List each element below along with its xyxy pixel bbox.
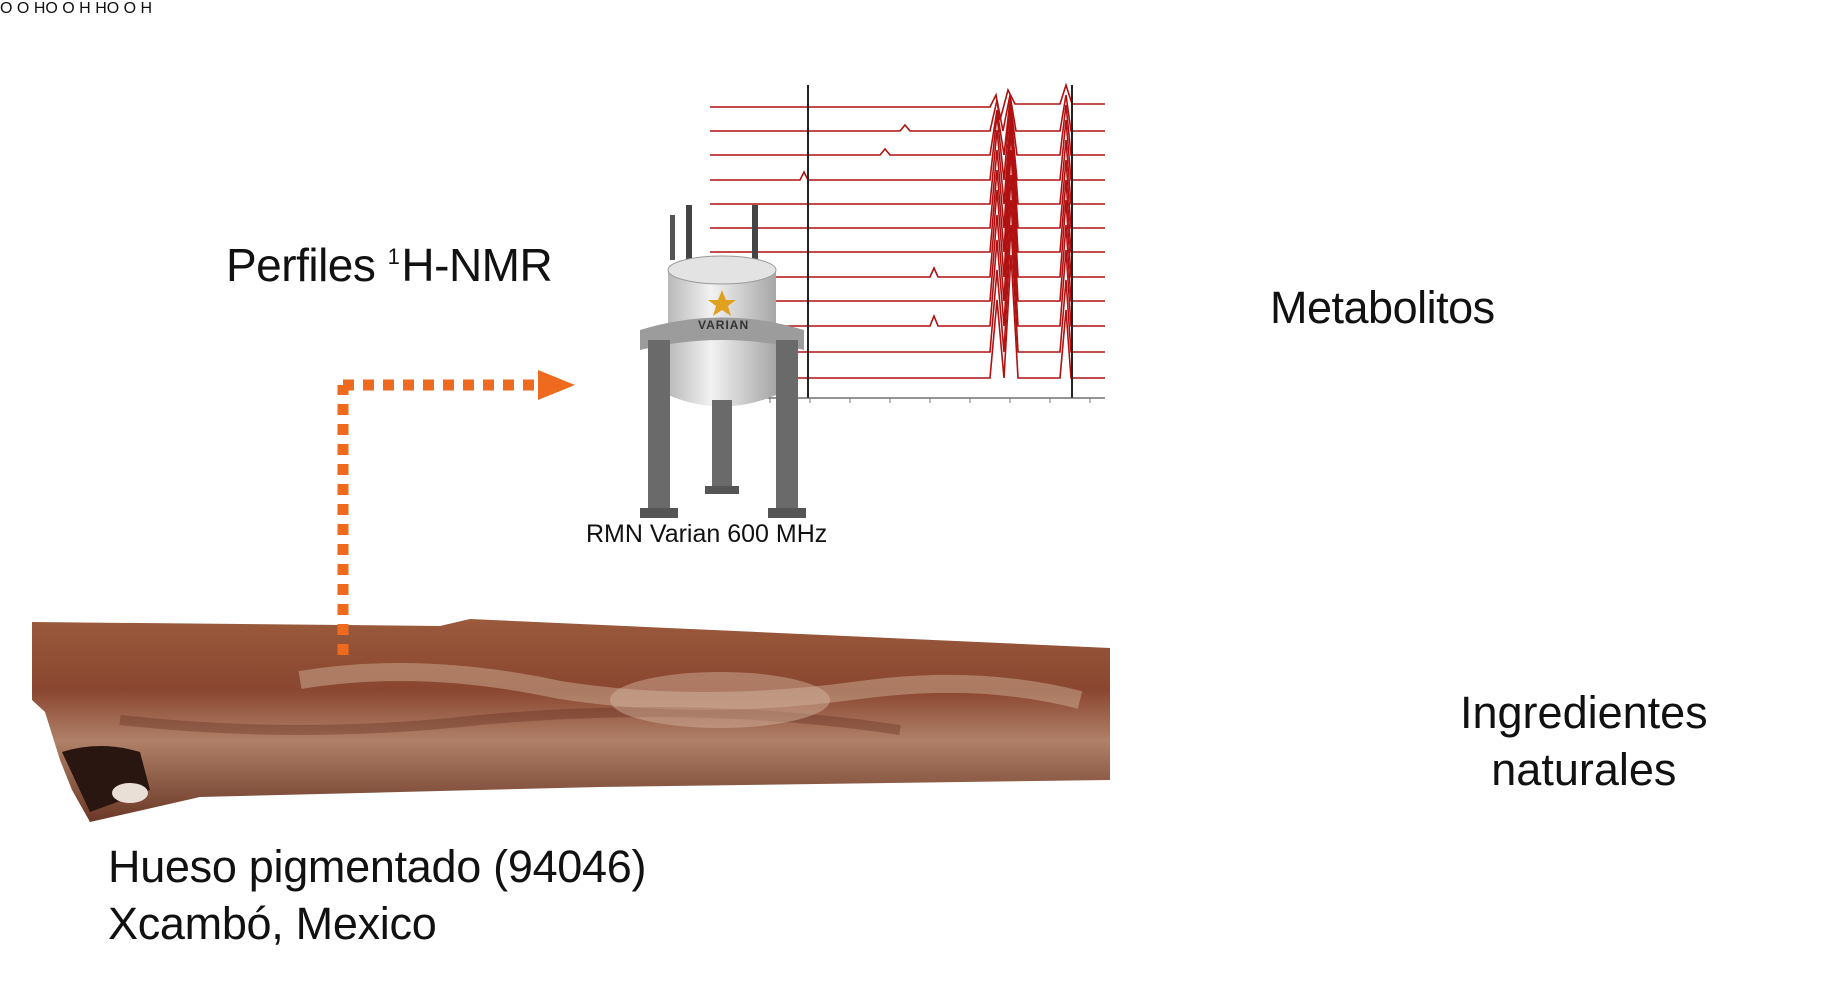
ester-o-label: O [0, 0, 13, 17]
nmr-profiles-label: Perfiles 1H-NMR [226, 238, 553, 292]
bone-caption-line1: Hueso pigmentado (94046) [108, 841, 647, 892]
acid-1-o-label: O [62, 0, 75, 17]
h-1-label: H [79, 0, 91, 17]
nmr-profiles-suffix: H-NMR [401, 239, 553, 291]
instrument-brand-label: VARIAN [698, 318, 750, 332]
ester-o2-label: O [16, 0, 30, 17]
bone-caption: Hueso pigmentado (94046) Xcambó, Mexico [108, 838, 646, 952]
acid-1-label: HO [33, 0, 58, 17]
bone-image [32, 619, 1110, 822]
bone-caption-line2: Xcambó, Mexico [108, 898, 437, 949]
nmr-profiles-prefix: Perfiles [226, 239, 388, 291]
nmr-profiles-superscript: 1 [387, 244, 400, 269]
acid-2-label: HO [95, 0, 120, 17]
acid-2-o-label: O [123, 0, 137, 17]
instrument-label: RMN Varian 600 MHz [586, 520, 828, 548]
natural-ingredients-label: Ingredientes naturales [1460, 687, 1708, 795]
dotted-arrow-bone-to-nmr [337, 370, 575, 655]
metabolites-label: Metabolitos [1270, 282, 1495, 333]
nmr-magnet-icon [640, 205, 806, 518]
h-2-label: H [140, 0, 153, 17]
